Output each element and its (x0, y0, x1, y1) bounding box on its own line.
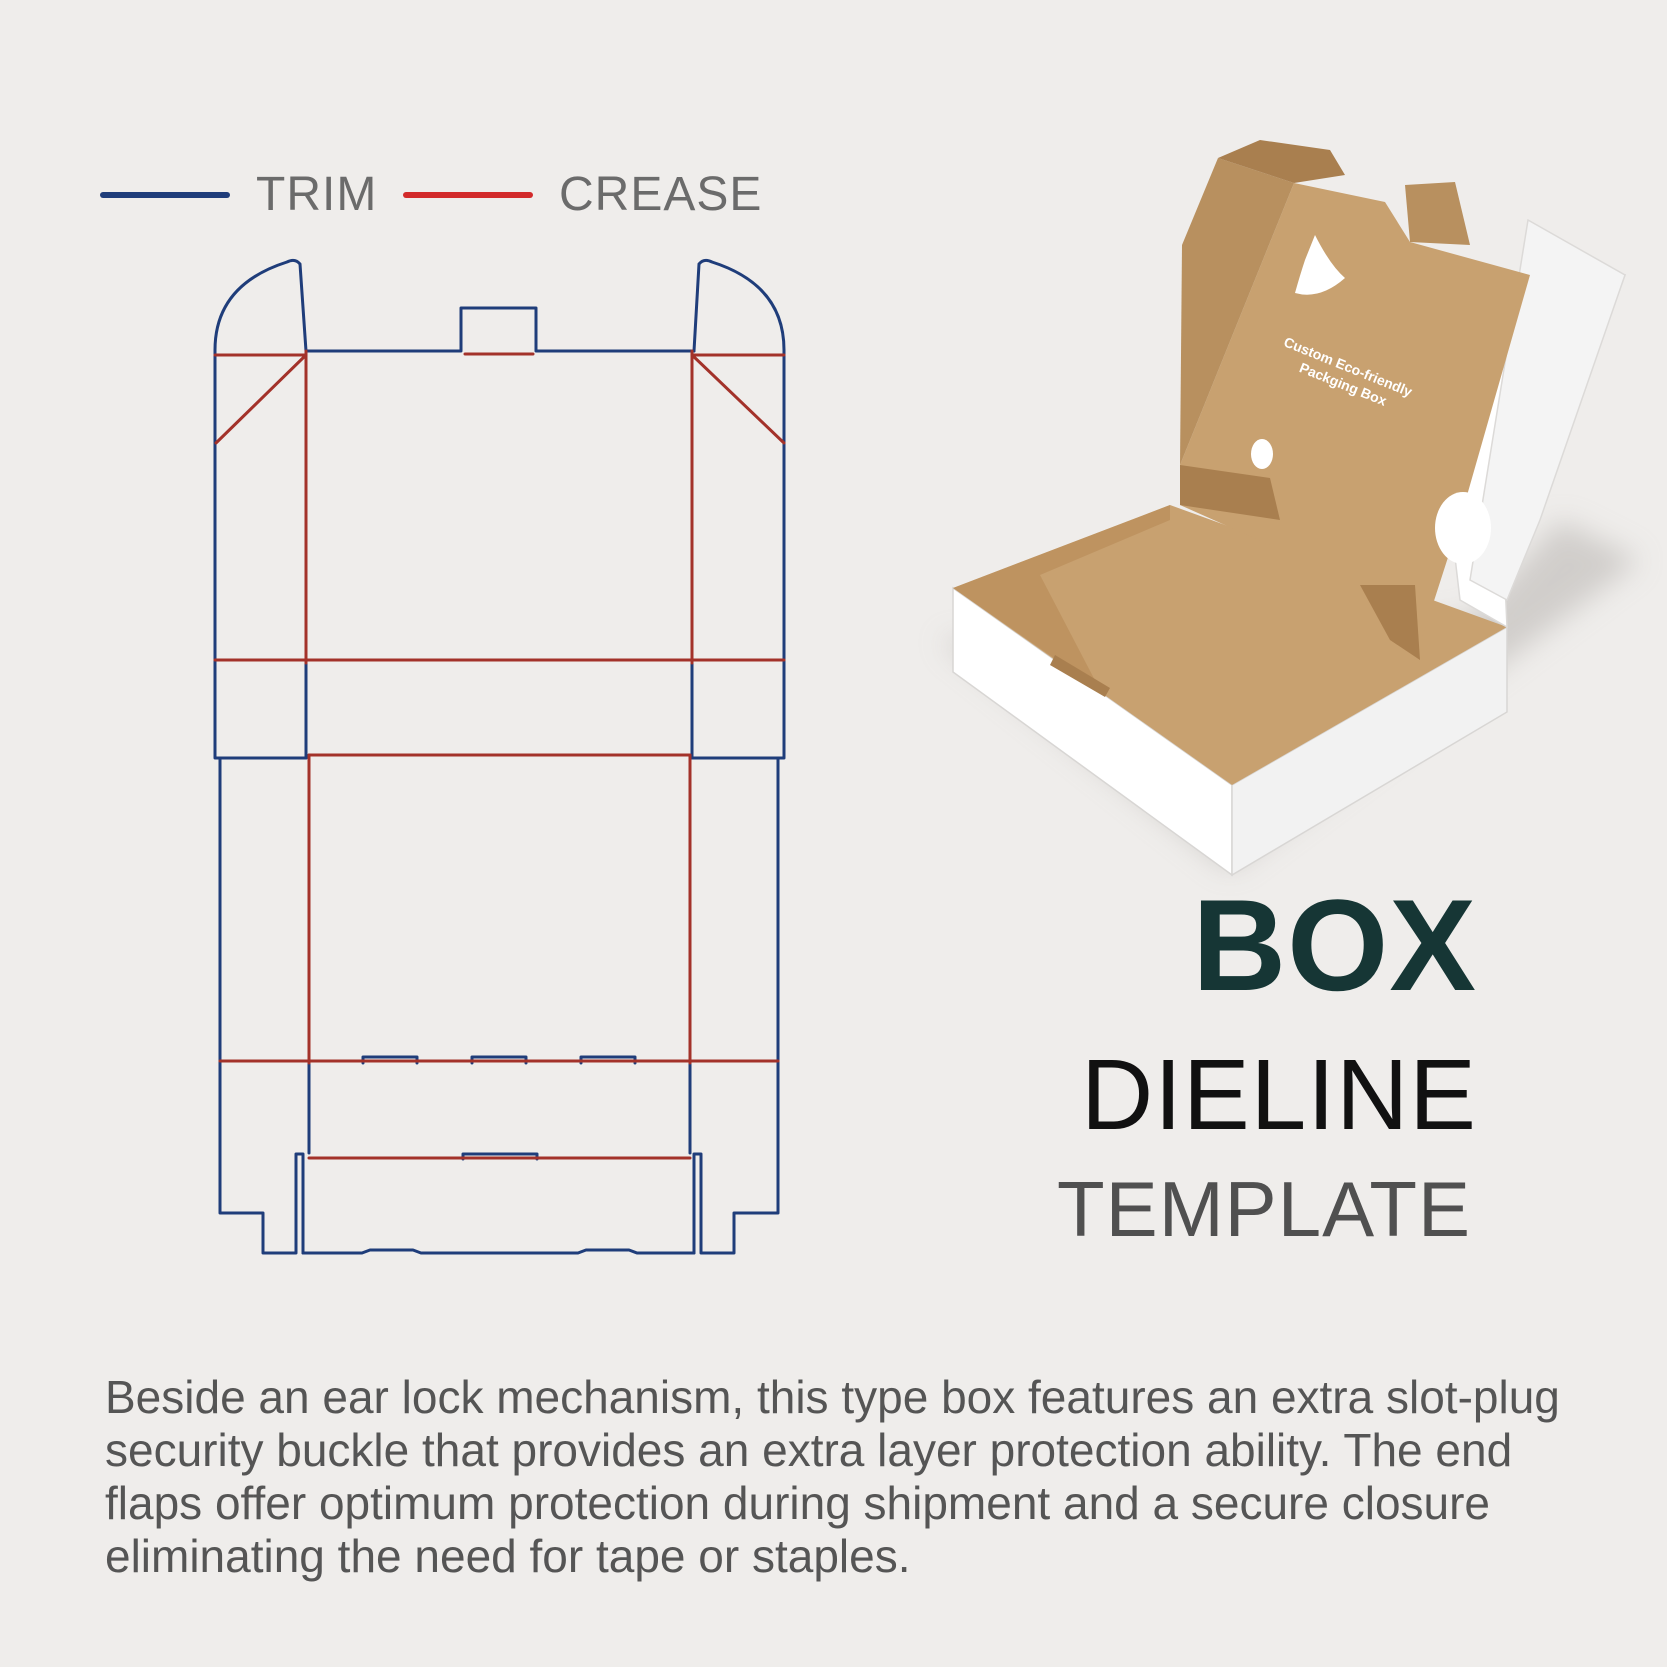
base-inner-floor (953, 505, 1507, 785)
legend-item-crease: CREASE (403, 160, 762, 230)
trim-lines (213, 258, 786, 1255)
front-lock-tab (1050, 655, 1110, 697)
dot-small (1251, 439, 1273, 469)
lid-top-edge (304, 306, 696, 353)
body-left-edge (218, 756, 305, 1255)
title-dieline: DIELINE (1080, 1039, 1477, 1151)
lid-left-ear (213, 258, 308, 662)
crease-lines (213, 349, 786, 1160)
lid-front-flap (1180, 158, 1294, 465)
base-front-wall (1231, 625, 1508, 877)
base-inner-left-wall (953, 505, 1170, 690)
crease-label: CREASE (559, 168, 763, 221)
lid-left-flap-edge (213, 658, 308, 760)
legend-item-trim: TRIM (100, 160, 377, 230)
body-right-edge (692, 756, 780, 1255)
leaf-shape (1295, 235, 1345, 295)
trim-line-swatch (100, 192, 230, 198)
title-template: TEMPLATE (1057, 1165, 1471, 1253)
trim-label: TRIM (256, 168, 378, 221)
crease-line-swatch (403, 192, 533, 198)
lid-right-flap-edge (690, 658, 786, 760)
ear-left-diagonal (214, 353, 308, 445)
lid-right-ear (692, 258, 786, 662)
title-box: BOX (1192, 872, 1477, 1018)
lid-left-tab (1180, 465, 1280, 520)
lid-ear-tab (1405, 182, 1470, 245)
description-text: Beside an ear lock mechanism, this type … (105, 1371, 1560, 1582)
body-bottom-edge (301, 1248, 696, 1255)
dot-large (1435, 492, 1491, 564)
lid-top-tab (1218, 140, 1345, 183)
lid-lower-tab (1360, 585, 1420, 660)
ear-right-diagonal (690, 353, 786, 445)
